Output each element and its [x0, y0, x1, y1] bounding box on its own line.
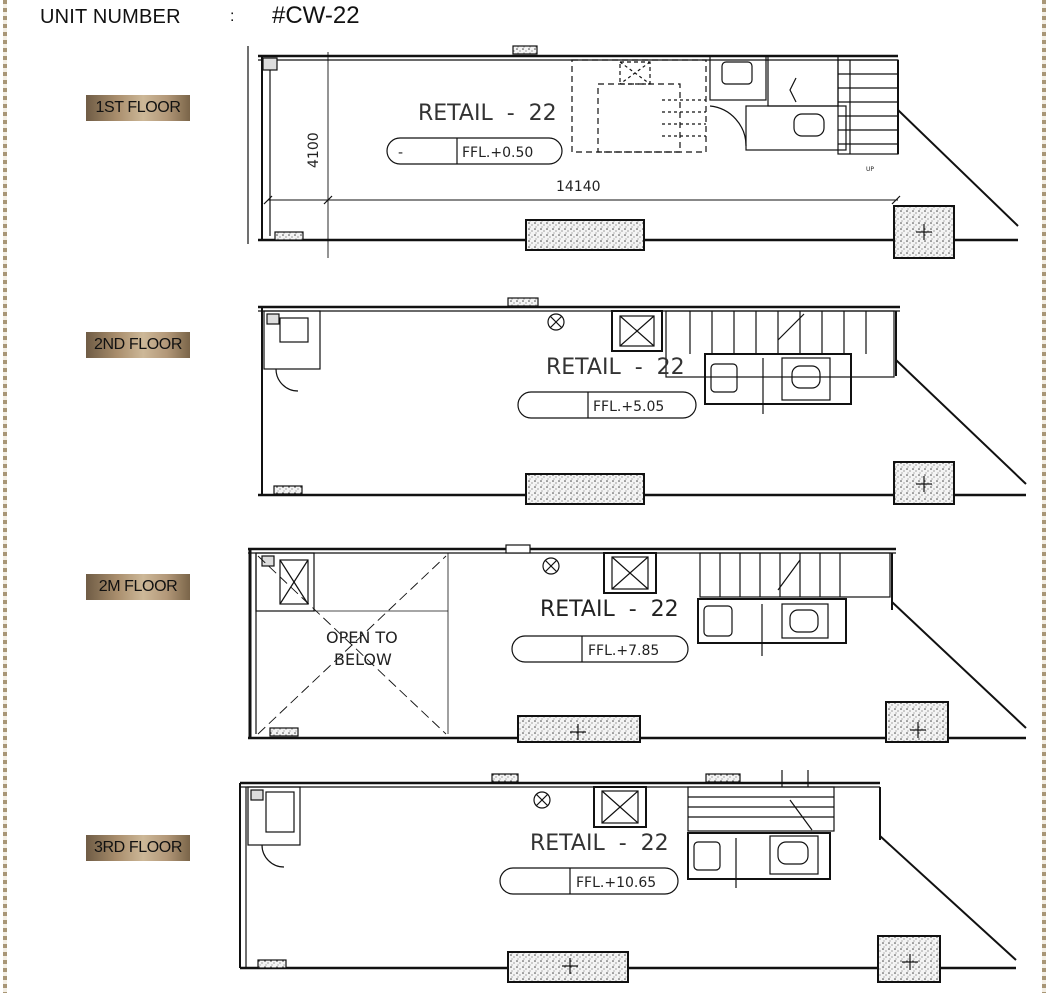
- floor-plan-2nd: [258, 297, 1027, 505]
- room-label-2nd: RETAIL - 22: [546, 355, 685, 380]
- floor-badge-2nd: 2ND FLOOR: [86, 332, 190, 358]
- void-label-line2: BELOW: [334, 650, 392, 669]
- floor-badge-1st: 1ST FLOOR: [86, 95, 190, 121]
- floor-plan-3rd: [239, 770, 1017, 983]
- level-tag-2nd: FFL.+5.05: [593, 399, 664, 415]
- void-label-line1: OPEN TO: [326, 628, 398, 647]
- floor-plan-2m: [248, 544, 1027, 743]
- level-tag-3rd: FFL.+10.65: [576, 875, 656, 891]
- room-label-2m: RETAIL - 22: [540, 597, 679, 622]
- level-tag-2m: FFL.+7.85: [588, 643, 659, 659]
- decorative-border-left: [3, 0, 7, 993]
- unit-number-value: #CW-22: [272, 2, 360, 29]
- floor-plan-1st: [247, 45, 1019, 259]
- level-tag-1st: FFL.+0.50: [462, 145, 533, 161]
- floor-badge-3rd: 3RD FLOOR: [86, 835, 190, 861]
- stair-note-1st: UP: [866, 166, 874, 173]
- floor-badge-2m: 2M FLOOR: [86, 574, 190, 600]
- unit-number-separator: :: [230, 8, 235, 25]
- level-prefix-1st: -: [398, 145, 403, 161]
- room-label-3rd: RETAIL - 22: [530, 831, 669, 856]
- unit-number-label: UNIT NUMBER: [40, 6, 181, 28]
- decorative-border-right: [1042, 0, 1046, 993]
- dimension-length-1st: 14140: [556, 179, 601, 195]
- dimension-width-1st: 4100: [306, 132, 322, 168]
- room-label-1st: RETAIL - 22: [418, 101, 557, 126]
